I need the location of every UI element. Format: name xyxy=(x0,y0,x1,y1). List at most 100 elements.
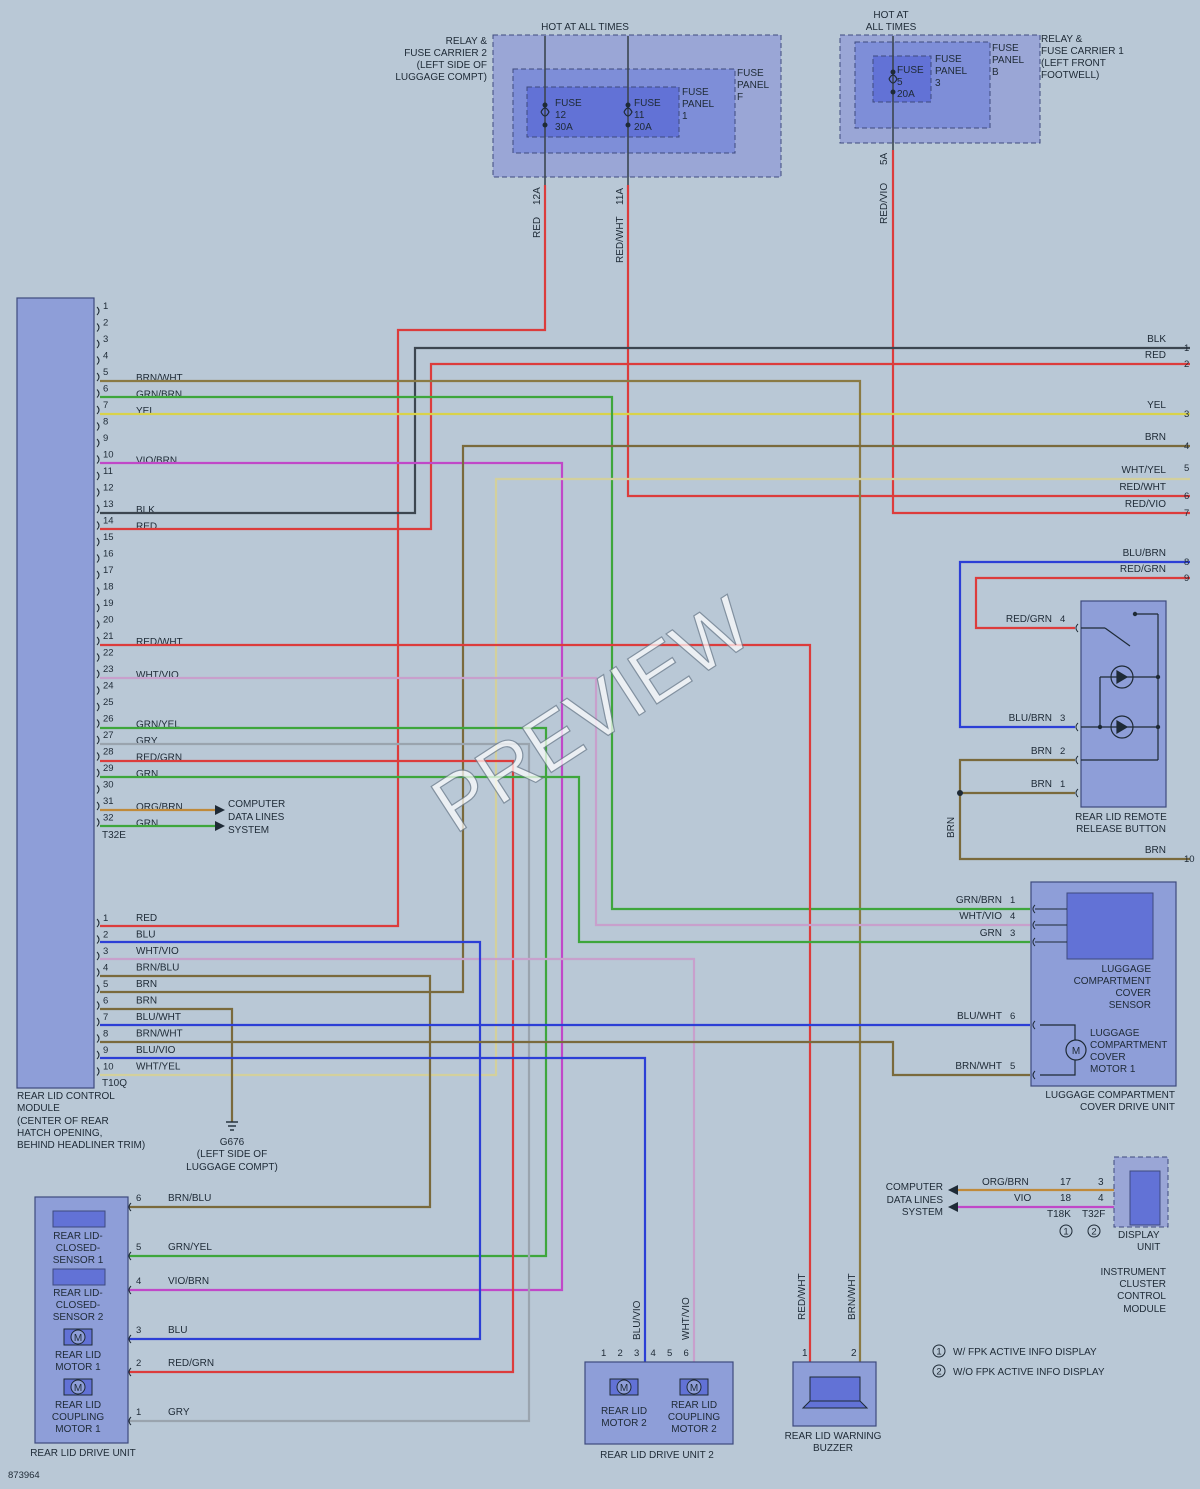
fuse12-l1: FUSE xyxy=(555,98,582,109)
t32e-pin-chevron-16 xyxy=(96,554,100,563)
right-wire-label-6: RED/WHT xyxy=(1119,482,1166,493)
t32e-wire-label-5: BRN/WHT xyxy=(136,373,183,384)
drive-unit-component-1-line-0: REAR LID- xyxy=(53,1288,102,1299)
t10q-pin-4: 4 xyxy=(103,963,108,974)
display-unit-l1: DISPLAY xyxy=(1118,1230,1160,1241)
wire-red-fuse12-t10q1 xyxy=(100,185,547,928)
cluster-data-l3: SYSTEM xyxy=(902,1207,943,1218)
module-label-l2: MODULE xyxy=(17,1103,60,1114)
drive-unit-pin-chevron-6 xyxy=(128,1202,132,1212)
wire-whtvio-t10q4-du2pin6 xyxy=(100,957,696,1362)
release-pin-num-1: 1 xyxy=(1060,779,1065,790)
t32e-pin-20: 20 xyxy=(103,615,114,626)
t32e-pin-6: 6 xyxy=(103,384,108,395)
buzzer-title-l1: REAR LID WARNING xyxy=(785,1431,882,1442)
release-pin-num-2: 2 xyxy=(1060,746,1065,757)
drive-unit-component-3-line-0: REAR LID xyxy=(55,1400,101,1411)
drive-unit-component-0-line-2: SENSOR 1 xyxy=(53,1255,104,1266)
t32e-pin-28: 28 xyxy=(103,747,114,758)
t32e-pin-14: 14 xyxy=(103,516,114,527)
t32e-pin-chevron-31 xyxy=(96,801,100,811)
t32e-pin-3: 3 xyxy=(103,334,108,345)
cluster-t18k-label: T18K xyxy=(1047,1209,1071,1220)
cover-pin-label-3: GRN xyxy=(980,928,1002,939)
du2-pin-5: 5 xyxy=(667,1348,672,1359)
drive-unit-2-box xyxy=(584,1361,734,1445)
t10q-wire-label-4: BRN/BLU xyxy=(136,963,179,974)
t32e-pin-chevron-8 xyxy=(96,422,100,431)
fuse11-l3: 20A xyxy=(634,122,652,133)
arrow-cluster-vio xyxy=(948,1202,958,1212)
figure-number: 873964 xyxy=(8,1470,40,1481)
cover-pin-chevron-6 xyxy=(1032,1020,1036,1030)
relay2-line4: LUGGAGE COMPT) xyxy=(395,72,487,83)
cover-unit-title-l2: COVER DRIVE UNIT xyxy=(1080,1102,1175,1113)
fuse12-l2: 12 xyxy=(555,110,567,121)
release-pin-label-4: RED/GRN xyxy=(1006,614,1052,625)
cover-motor-l2: COMPARTMENT xyxy=(1090,1040,1167,1051)
t10q-pin-10: 10 xyxy=(103,1062,114,1073)
cluster-note1-num: 1 xyxy=(1063,1227,1068,1238)
fuse-panel-b-l1: FUSE xyxy=(992,43,1019,54)
led-node-dot-2 xyxy=(1155,724,1161,730)
buzzer-pin1: 1 xyxy=(802,1348,808,1359)
right-wire-label-9: RED/GRN xyxy=(1120,564,1166,575)
t10q-wire-label-6: BRN xyxy=(136,996,157,1007)
t10q-pin-chevron-1 xyxy=(96,918,100,928)
wire-whtvio-t32e23-cover4 xyxy=(100,676,1030,927)
t32e-pin-chevron-17 xyxy=(96,570,100,580)
t10q-wire-label-8: BRN/WHT xyxy=(136,1029,183,1040)
cluster-data-l2: DATA LINES xyxy=(887,1195,944,1206)
cover-motor-l1: LUGGAGE xyxy=(1090,1028,1140,1039)
t10q-pin-6: 6 xyxy=(103,996,108,1007)
fuse12-dot-top xyxy=(542,102,548,108)
t10q-pin-chevron-3 xyxy=(96,951,100,961)
right-wire-label-2: RED xyxy=(1145,350,1166,361)
wire-gry-t32e27-drive1 xyxy=(100,742,531,1423)
fuse12-l3: 30A xyxy=(555,122,573,133)
drive-unit-motor-m-2: M xyxy=(74,1383,82,1394)
cover-motor-l4: MOTOR 1 xyxy=(1090,1064,1136,1075)
cover-motor-line-b xyxy=(1040,1060,1076,1076)
t32e-pin-chevron-19 xyxy=(96,603,100,613)
wire-label-redwht-11a: RED/WHT xyxy=(615,216,626,263)
t32e-pin-18: 18 xyxy=(103,582,114,593)
t32e-pin-chevron-6 xyxy=(96,389,100,398)
t32e-pin-12: 12 xyxy=(103,483,114,494)
cluster-wire-orgbrn: ORG/BRN xyxy=(982,1177,1029,1188)
splice-dot-brn xyxy=(957,790,963,796)
drive-unit-wire-label-3: BLU xyxy=(168,1325,187,1336)
fuse-panel-1-l1: FUSE xyxy=(682,87,709,98)
wire-grn-t32e29-cover3 xyxy=(100,775,1030,944)
t10q-pin-chevron-5 xyxy=(96,984,100,994)
display-unit-l2: UNIT xyxy=(1137,1242,1160,1253)
cover-motor-circle xyxy=(1065,1039,1087,1061)
t10q-pin-3: 3 xyxy=(103,946,108,957)
t32e-pin-chevron-26 xyxy=(96,719,100,728)
t32e-pin-chevron-18 xyxy=(96,587,100,596)
drive-unit-title: REAR LID DRIVE UNIT xyxy=(30,1448,136,1459)
legend1-text: W/ FPK ACTIVE INFO DISPLAY xyxy=(953,1347,1097,1358)
du2-wire-label-bluvio: BLU/VIO xyxy=(632,1300,643,1340)
wire-redwht-fuse11-right6 xyxy=(626,185,1190,498)
t32e-wire-label-10: VIO/BRN xyxy=(136,456,177,467)
pin-label-5a: 5A xyxy=(879,152,890,165)
right-wire-num-5: 5 xyxy=(1184,463,1189,474)
drive-unit-motor-circle-1 xyxy=(70,1329,86,1345)
cluster-note1-circle xyxy=(1059,1224,1073,1238)
t32e-pin-7: 7 xyxy=(103,400,108,411)
buzzer-wire-brnwht: BRN/WHT xyxy=(847,1273,858,1320)
t32e-pin-chevron-27 xyxy=(96,735,100,745)
t10q-pin-chevron-10 xyxy=(96,1067,100,1076)
cover-pin-chevron-5 xyxy=(1032,1070,1036,1080)
release-pin-chevron-2 xyxy=(1075,755,1079,765)
legend2-text: W/O FPK ACTIVE INFO DISPLAY xyxy=(953,1367,1105,1378)
t32e-pin-chevron-12 xyxy=(96,488,100,497)
preview-watermark: PREVIEW xyxy=(416,579,766,849)
t32e-pin-9: 9 xyxy=(103,433,108,444)
right-wire-label-4: BRN xyxy=(1145,432,1166,443)
closed-sensor-2-icon xyxy=(52,1268,106,1286)
drive-unit-pin-1: 1 xyxy=(136,1407,141,1418)
wire-blu-t10q3-drive3 xyxy=(100,940,482,1341)
t32e-pin-chevron-5 xyxy=(96,372,100,382)
